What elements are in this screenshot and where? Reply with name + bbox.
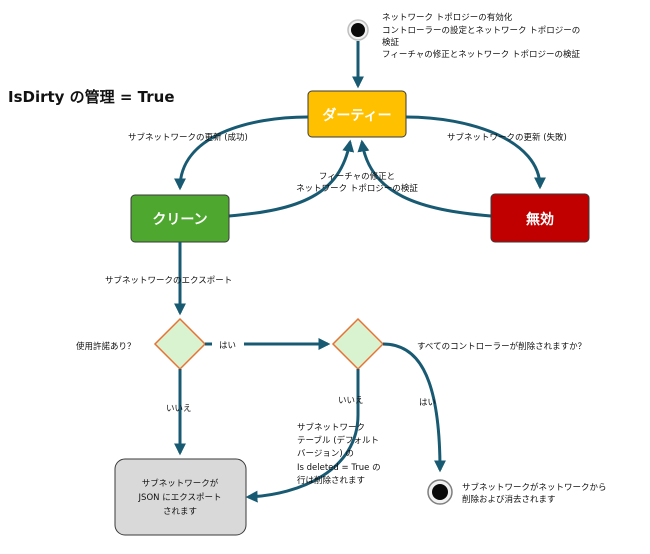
export-box-line-2: JSON にエクスポート bbox=[138, 493, 222, 503]
edge-yes1-label: はい bbox=[219, 341, 236, 351]
edge-dirty-to-invalid bbox=[405, 115, 546, 190]
table-deleted-note-line-2: テーブル (デフォルト bbox=[297, 435, 379, 446]
end-note-line-2: 削除および消去されます bbox=[462, 494, 556, 505]
table-deleted-note-line-3: バージョン) の bbox=[297, 449, 354, 459]
start-note-line-1: ネットワーク トポロジーの有効化 bbox=[382, 12, 513, 23]
table-deleted-note-line-4: Is deleted = True の bbox=[297, 463, 381, 473]
state-clean: クリーン bbox=[130, 194, 230, 243]
start-note-line-4: フィーチャの修正とネットワーク トポロジーの検証 bbox=[382, 49, 580, 60]
edge-yes2-label: はい bbox=[419, 398, 436, 408]
edge-clean-to-dirty bbox=[228, 139, 355, 218]
export-box-line-1: サブネットワークが bbox=[142, 478, 219, 489]
diagram-title: IsDirty の管理 = True bbox=[8, 88, 175, 106]
decision-all-deleted-label: すべてのコントローラーが削除されますか？ bbox=[417, 341, 586, 352]
table-deleted-note-line-5: 行は削除されます bbox=[297, 475, 365, 486]
state-dirty-label: ダーティー bbox=[322, 107, 391, 124]
edge-update-success-label: サブネットワークの更新 (成功) bbox=[128, 132, 248, 143]
start-node bbox=[347, 19, 369, 41]
state-invalid-label: 無効 bbox=[526, 211, 554, 228]
decision-licensed-label: 使用許諾あり？ bbox=[76, 341, 136, 352]
export-box: サブネットワークが JSON にエクスポート されます bbox=[114, 458, 247, 536]
edge-dirty-to-clean bbox=[174, 115, 309, 191]
state-invalid: 無効 bbox=[490, 193, 590, 243]
state-dirty: ダーティー bbox=[307, 90, 407, 138]
decision-all-deleted bbox=[331, 317, 385, 371]
start-note-line-2: コントローラーの設定とネットワーク トポロジーの bbox=[382, 25, 580, 36]
edge-no1-label: いいえ bbox=[166, 404, 192, 414]
end-node bbox=[427, 479, 453, 505]
export-box-line-3: されます bbox=[163, 507, 197, 517]
edge-update-fail-label: サブネットワークの更新 (失敗) bbox=[447, 132, 567, 143]
state-clean-label: クリーン bbox=[152, 212, 207, 228]
edge-invalid-to-dirty bbox=[357, 139, 492, 218]
decision-licensed bbox=[153, 317, 207, 371]
start-note-line-3: 検証 bbox=[382, 37, 400, 48]
edge-export-label: サブネットワークのエクスポート bbox=[105, 275, 232, 286]
edge-fix-validate-label-1: フィーチャの修正と bbox=[319, 171, 395, 182]
end-note-line-1: サブネットワークがネットワークから bbox=[462, 482, 607, 493]
edge-fix-validate-label-2: ネットワーク トポロジーの検証 bbox=[296, 183, 418, 194]
edge-all-deleted-yes bbox=[382, 342, 446, 473]
table-deleted-note-line-1: サブネットワーク bbox=[297, 422, 365, 433]
edge-no2-label: いいえ bbox=[338, 396, 364, 406]
edge-all-deleted-no bbox=[245, 369, 360, 503]
